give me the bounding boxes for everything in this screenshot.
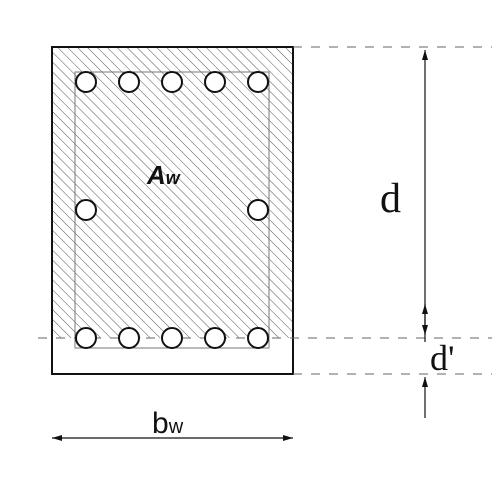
rebar-bottom-1 [75, 327, 97, 349]
rebar-side-right-1 [247, 199, 269, 221]
rebar-top-1 [75, 71, 97, 93]
rebar-top-3 [161, 71, 183, 93]
rebar-top-5 [247, 71, 269, 93]
rebar-bottom-4 [204, 327, 226, 349]
rebar-top-4 [204, 71, 226, 93]
rebar-bottom-2 [118, 327, 140, 349]
beam-section-outline [51, 46, 294, 375]
rebar-top-2 [118, 71, 140, 93]
label-d: d [380, 176, 401, 222]
label-bw: bw [152, 407, 184, 440]
rebar-side-left-1 [75, 199, 97, 221]
hatched-area-aw [52, 47, 293, 338]
label-aw: Aw [146, 160, 181, 190]
rebar-bottom-5 [247, 327, 269, 349]
rebar-bottom-3 [161, 327, 183, 349]
label-d-prime: d' [430, 338, 455, 378]
rebar-group [75, 71, 269, 349]
